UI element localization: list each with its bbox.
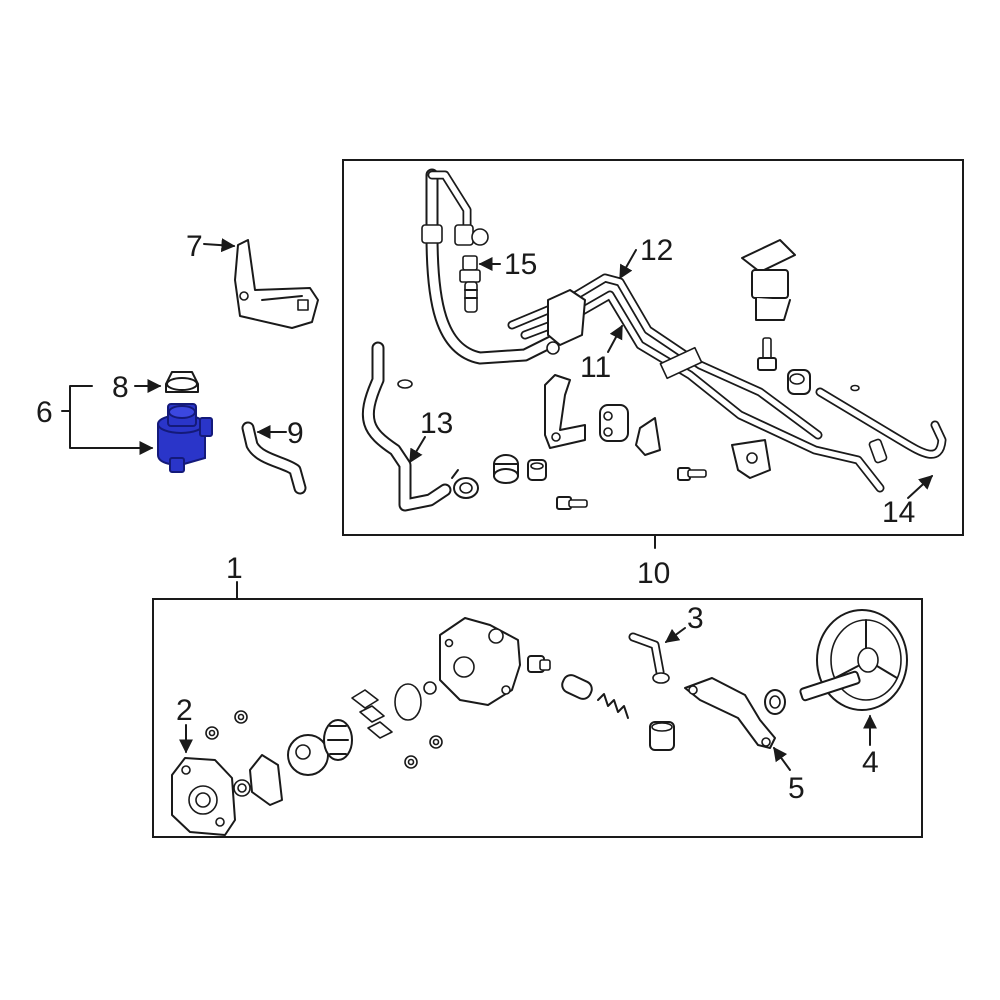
callout-7: 7: [186, 230, 203, 263]
callout-10: 10: [637, 557, 670, 590]
bolt-upper-right[interactable]: [757, 337, 777, 371]
clip-small[interactable]: [635, 417, 661, 456]
grommet[interactable]: [493, 454, 519, 484]
callout-8: 8: [112, 371, 129, 404]
bracket-part-7[interactable]: [234, 239, 319, 329]
bracket-part-5[interactable]: [684, 677, 776, 749]
return-hose-part-13[interactable]: [361, 341, 452, 512]
cooler-hose-part-14[interactable]: [815, 384, 947, 464]
reservoir-part-6[interactable]: [157, 403, 213, 473]
leader-lines: [61, 238, 934, 771]
clamp-right[interactable]: [731, 439, 771, 479]
callout-4: 4: [862, 746, 879, 779]
pressure-hose[interactable]: [421, 168, 562, 365]
oil-seal[interactable]: [764, 689, 786, 715]
callout-6: 6: [36, 396, 53, 429]
hose-part-9[interactable]: [241, 421, 307, 495]
pump-cover-part-2[interactable]: [171, 757, 236, 836]
vanes[interactable]: [351, 689, 393, 739]
bolt-mid[interactable]: [677, 467, 707, 481]
return-tubes-part-11-12[interactable]: [507, 273, 885, 493]
callout-5: 5: [788, 772, 805, 805]
lines-group-frame: [342, 159, 964, 536]
o-ring-2[interactable]: [394, 683, 422, 721]
rotor[interactable]: [323, 719, 353, 761]
collar[interactable]: [527, 459, 547, 481]
callout-15: 15: [504, 248, 537, 281]
fitting-connector[interactable]: [527, 655, 551, 673]
reservoir-cap-part-8[interactable]: [165, 371, 199, 393]
pump-body[interactable]: [439, 617, 521, 706]
hose-clamp[interactable]: [451, 469, 479, 499]
hose-fitting-part-15[interactable]: [459, 255, 481, 313]
o-ring-1[interactable]: [233, 779, 251, 797]
flow-valve[interactable]: [560, 673, 595, 702]
callout-13: 13: [420, 407, 453, 440]
clip-center[interactable]: [599, 404, 629, 442]
callout-2: 2: [176, 694, 193, 727]
plug-bolt[interactable]: [649, 721, 675, 751]
pump-group-frame: [152, 598, 923, 838]
callout-11: 11: [580, 351, 611, 384]
callout-12: 12: [640, 234, 673, 267]
suction-pipe-part-3[interactable]: [628, 632, 670, 684]
callout-3: 3: [687, 602, 704, 635]
callout-9: 9: [287, 417, 304, 450]
pulley-part-4[interactable]: [799, 609, 908, 711]
spring[interactable]: [597, 693, 629, 719]
bolt-lower[interactable]: [556, 496, 588, 510]
small-washers[interactable]: [205, 710, 443, 769]
callout-14: 14: [882, 496, 915, 529]
callout-1: 1: [226, 552, 243, 585]
bracket-center[interactable]: [544, 374, 586, 449]
bracket-upper-right[interactable]: [741, 239, 796, 321]
o-ring-3[interactable]: [423, 681, 437, 695]
cam-ring[interactable]: [287, 734, 329, 776]
cap-right[interactable]: [787, 369, 811, 395]
pump-gasket[interactable]: [249, 754, 283, 806]
